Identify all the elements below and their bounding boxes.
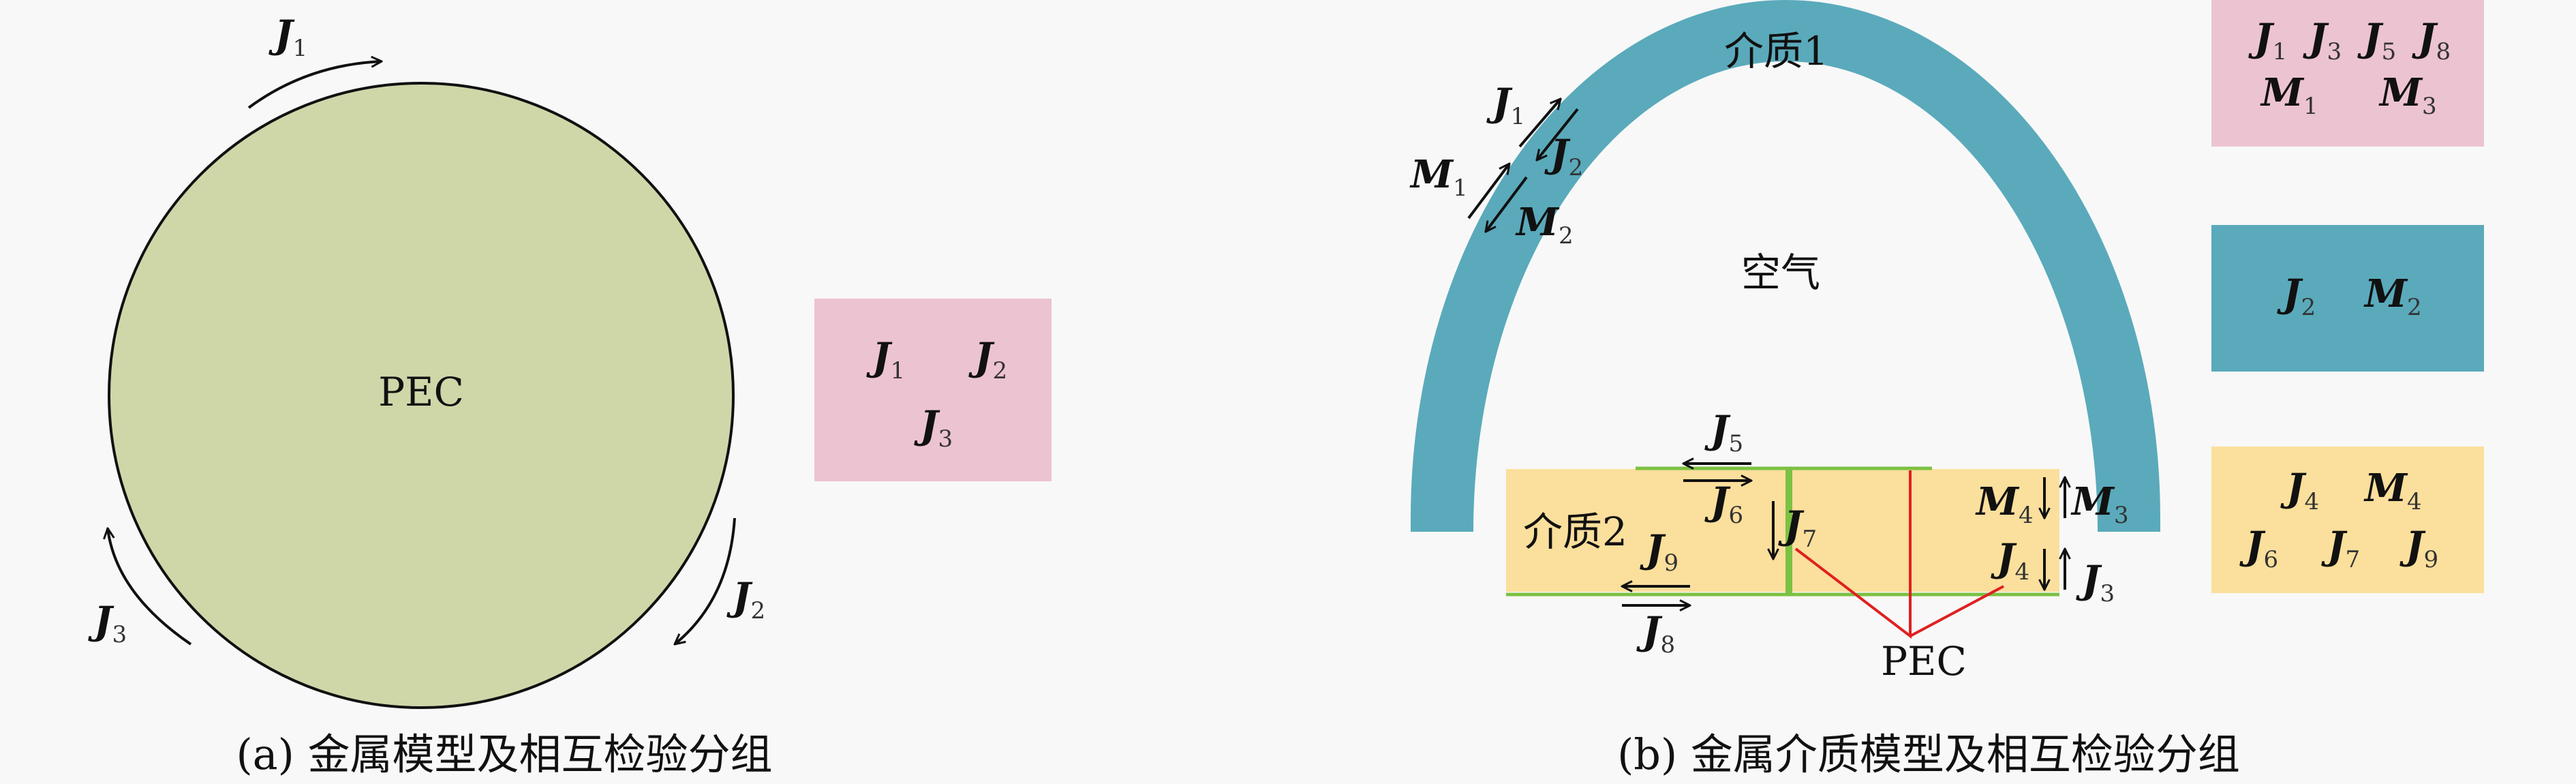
group-box-b1 bbox=[2211, 0, 2484, 147]
group-b3-m4: M4 bbox=[2363, 466, 2422, 515]
group-box-a bbox=[814, 299, 1052, 481]
group-b1-m1: M1 bbox=[2260, 70, 2318, 120]
panel-b: 介质1 空气 介质2 PEC J1 J2 M1 M2 J5 J6 J7 J9 bbox=[1409, 0, 2484, 779]
label-j2-a: J2 bbox=[726, 575, 765, 624]
arrow-j2-a bbox=[675, 517, 736, 644]
label-j1-b: J1 bbox=[1486, 80, 1525, 130]
panel-a: PEC J1 J2 J3 J1 J2 J3 (a) 金属模型及相互检验分组 bbox=[88, 12, 1052, 779]
pec-label-b: PEC bbox=[1881, 638, 1967, 684]
label-m1-b: M1 bbox=[1409, 152, 1468, 202]
label-j8: J8 bbox=[1636, 609, 1675, 659]
medium2-block bbox=[1506, 469, 2059, 592]
air-label: 空气 bbox=[1741, 250, 1820, 296]
arrow-j1-a bbox=[247, 61, 382, 109]
caption-b: (b) 金属介质模型及相互检验分组 bbox=[1617, 729, 2240, 779]
label-m3: M3 bbox=[2070, 479, 2129, 529]
medium1-label: 介质1 bbox=[1724, 28, 1828, 74]
arrow-j2-b bbox=[1537, 108, 1579, 160]
group-b2-m2: M2 bbox=[2363, 271, 2422, 321]
label-j5: J5 bbox=[1704, 408, 1743, 457]
medium2-label: 介质2 bbox=[1523, 509, 1627, 555]
label-j1-a: J1 bbox=[269, 12, 307, 62]
group-box-b3 bbox=[2211, 447, 2484, 593]
medium1-arch bbox=[1411, 0, 2160, 532]
group-box-b2 bbox=[2211, 225, 2484, 372]
pec-pointer-2 bbox=[1910, 585, 2004, 637]
label-m2-b: M2 bbox=[1515, 200, 1574, 250]
caption-a: (a) 金属模型及相互检验分组 bbox=[236, 729, 772, 779]
group-b1-m3: M3 bbox=[2378, 70, 2437, 120]
arrow-m2-b bbox=[1486, 176, 1528, 232]
arrow-j1-b bbox=[1518, 99, 1561, 148]
arrow-j3-a bbox=[108, 528, 192, 646]
label-m4: M4 bbox=[1975, 479, 2034, 529]
arrow-m1-b bbox=[1467, 164, 1509, 220]
label-j3-a: J3 bbox=[88, 599, 127, 648]
pec-label-a: PEC bbox=[378, 369, 464, 415]
label-j3-b: J3 bbox=[2076, 558, 2115, 607]
pec-circle bbox=[108, 82, 735, 709]
